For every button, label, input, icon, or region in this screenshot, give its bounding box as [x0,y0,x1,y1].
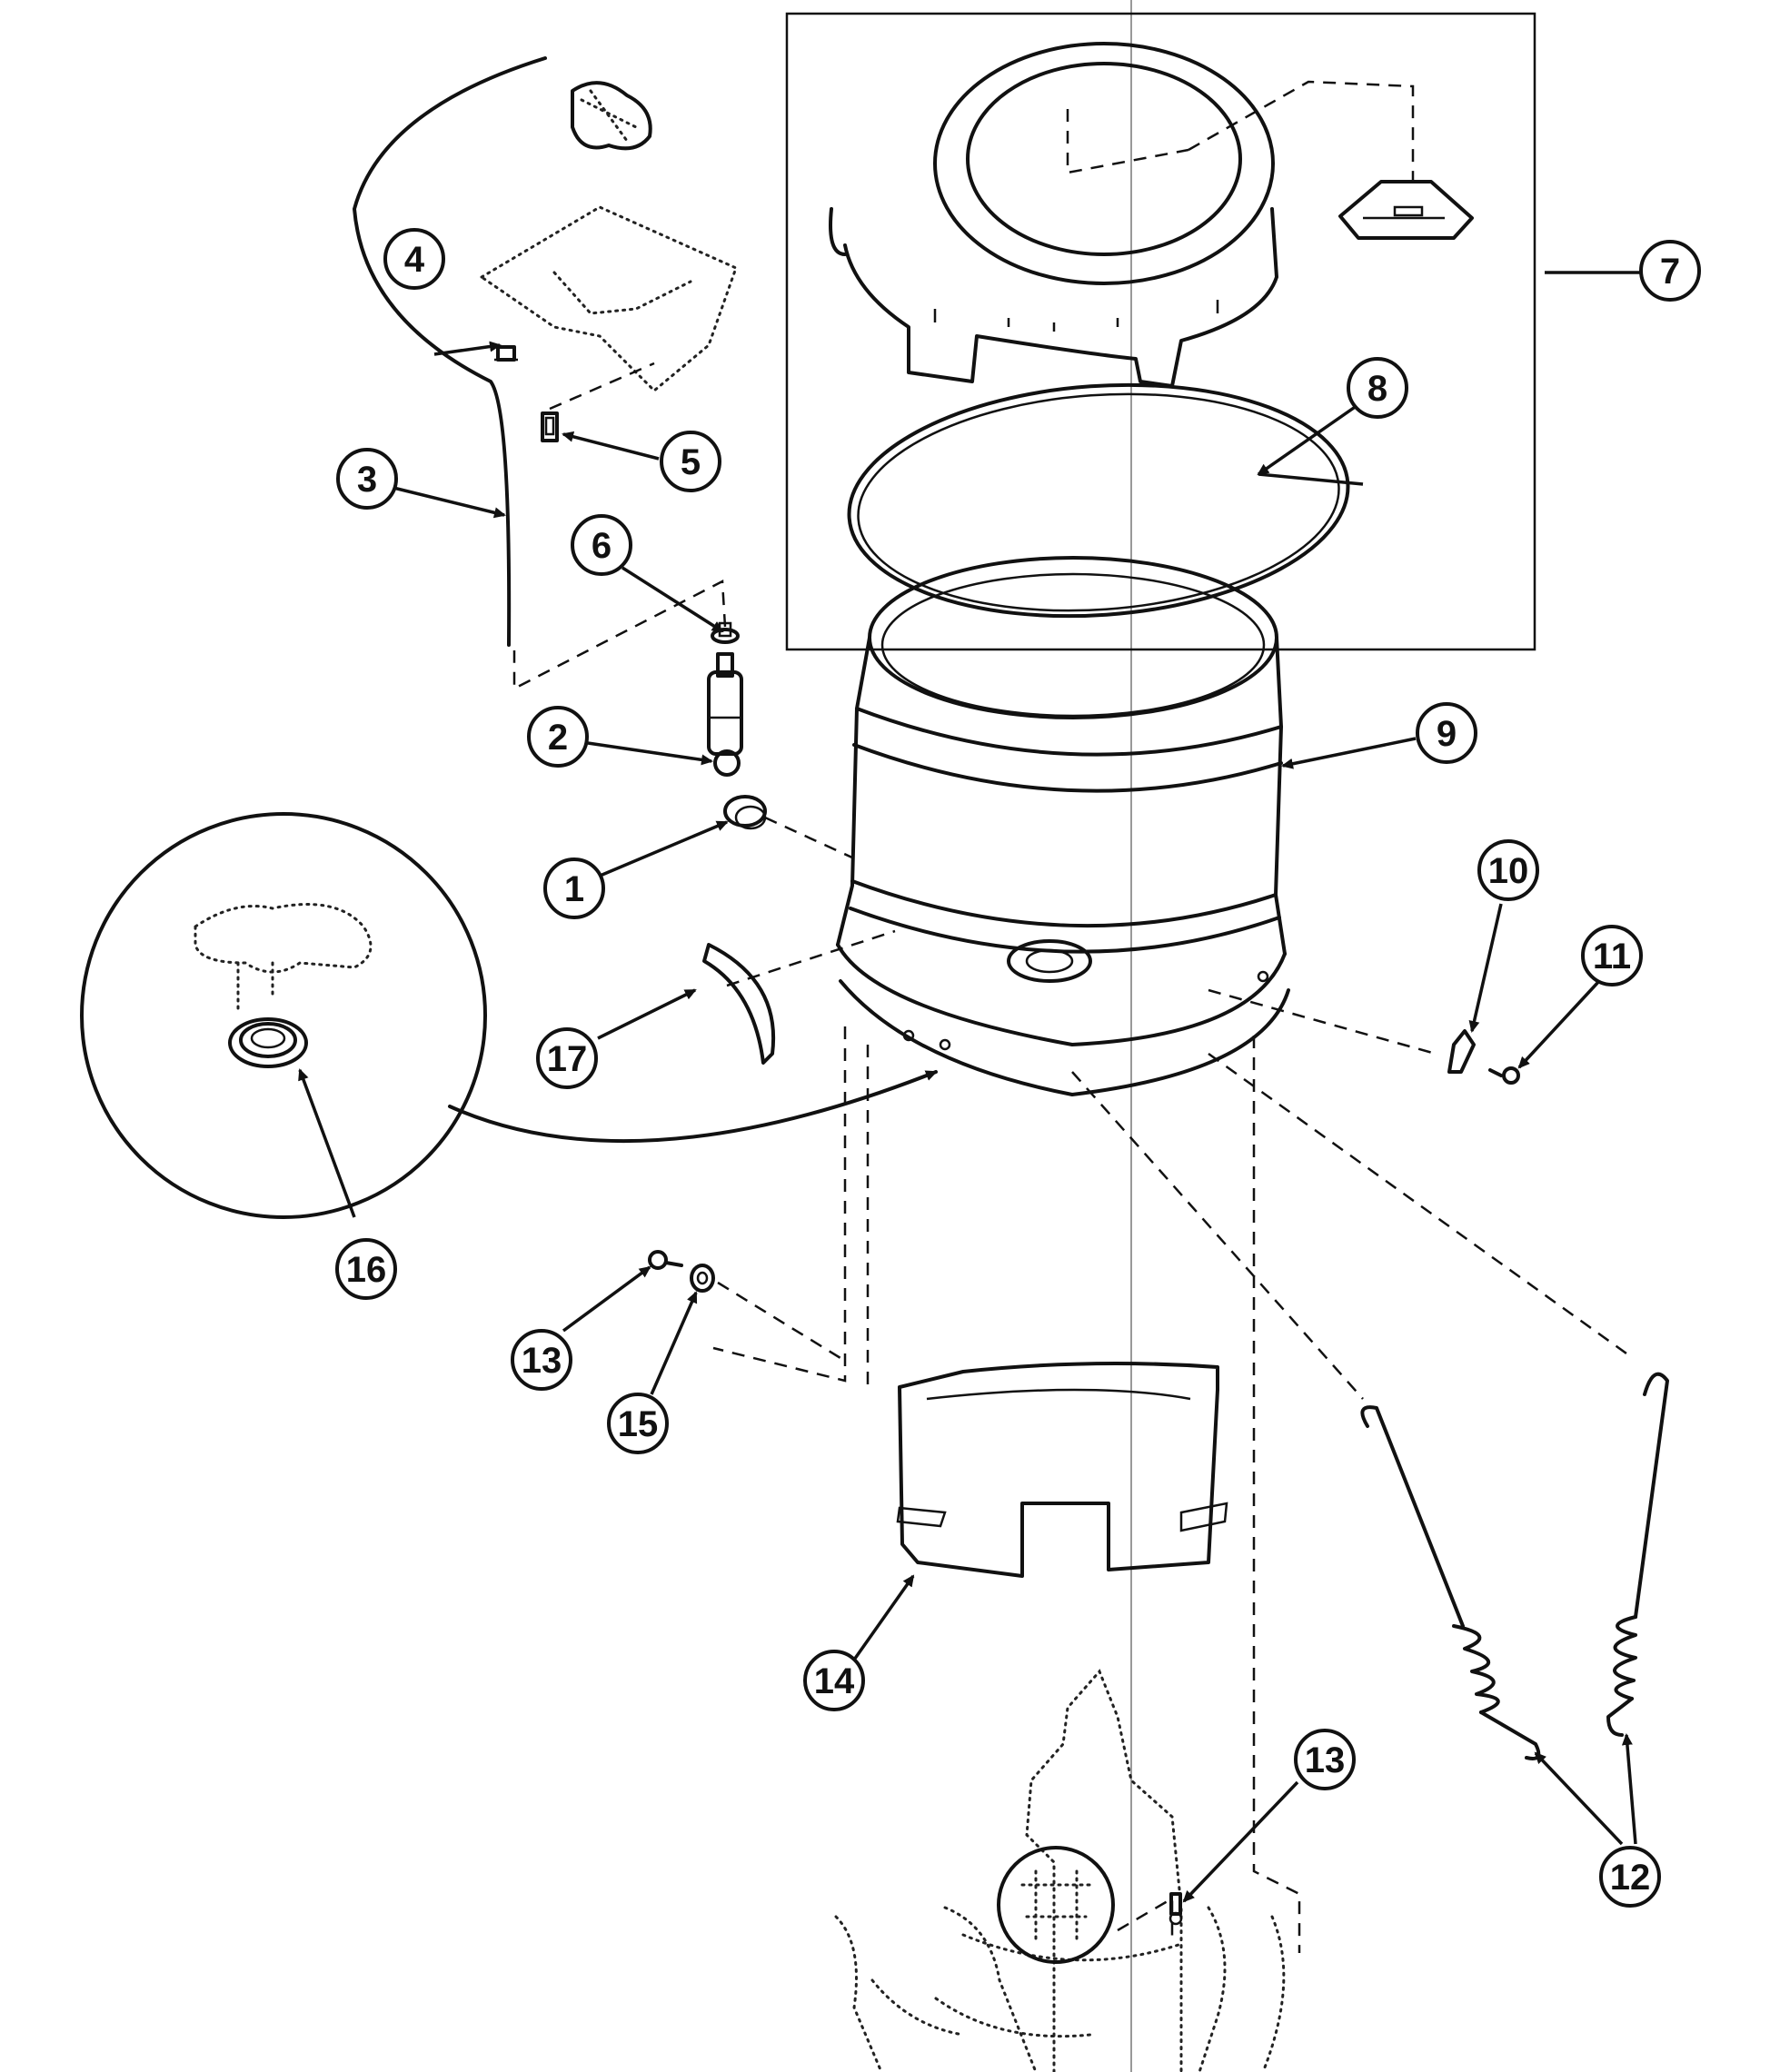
callout-6: 6 [571,514,632,576]
callout-9: 9 [1416,702,1477,764]
callout-11: 11 [1581,925,1643,986]
callout-3: 3 [336,448,398,510]
leader-13b [1182,1780,1299,1903]
callout-7: 7 [1639,240,1701,302]
tub-cover-bracket-part [1338,180,1474,240]
callout-5-label: 5 [681,442,701,482]
callout-17-label: 17 [547,1039,588,1079]
callout-8: 8 [1347,357,1408,419]
tub-cover-assembly-box [785,12,1536,651]
leader-2 [587,741,713,766]
leader-12b [1621,1733,1637,1845]
leader-dashed-12b [1208,1052,1627,1355]
callout-2-label: 2 [548,718,568,758]
leader-15 [650,1291,698,1395]
hose-part [353,56,547,647]
tub-seal-ring-part [847,382,1350,619]
callout-11-label: 11 [1593,937,1631,977]
grommet-part [723,795,767,830]
callout-8-label: 8 [1367,369,1387,409]
screw-part-13-lower [1168,1892,1183,1926]
tub-seal-detail-part [194,903,373,1068]
leader-14 [850,1574,915,1664]
leader-dashed-13-15 [717,1281,841,1360]
callout-12-label: 12 [1610,1858,1651,1898]
leader-9 [1281,737,1417,769]
callout-3-label: 3 [357,460,377,500]
bracket-part-10 [1447,1029,1476,1074]
leader-8 [1257,393,1373,476]
panel-part-17 [702,943,776,1065]
base-assembly-outline [834,1669,1286,2072]
callout-1-label: 1 [564,869,584,909]
screw-part-13-upper [648,1250,683,1270]
callout-13a-label: 13 [522,1341,562,1381]
callout-9-label: 9 [1437,714,1457,754]
spring-part-12-left [1360,1405,1541,1760]
callout-7-label: 7 [1660,252,1680,292]
callout-6-label: 6 [592,526,612,566]
screw-part-11 [1488,1066,1520,1085]
clip-part-5 [541,411,559,442]
leader-dashed-5 [549,362,655,411]
leader-1 [597,820,729,878]
leader-12a [1534,1751,1624,1846]
leader-16 [298,1068,356,1218]
leader-7 [1258,472,1364,486]
leader-3 [385,484,506,519]
callout-5: 5 [660,431,721,492]
guide-dashed-right [1252,1036,1301,1953]
drain-fitting-part [707,652,743,777]
leader-dashed-17 [726,929,896,987]
clip-part-4 [494,345,518,362]
callout-12: 12 [1599,1846,1661,1908]
callout-4: 4 [383,228,445,290]
callout-15: 15 [607,1393,669,1454]
callout-15-label: 15 [618,1404,659,1444]
callout-10-label: 10 [1488,851,1529,891]
pump-assembly-part [571,81,652,151]
leader-dashed-15 [712,1026,847,1383]
outer-tub-part [836,556,1290,1096]
detail-circle [80,812,487,1219]
leader-dashed-10 [1208,988,1437,1056]
leader-11 [1517,979,1601,1069]
callout-14-label: 14 [814,1661,855,1701]
leader-17 [597,988,697,1040]
washer-part-15 [690,1264,715,1293]
callout-13-upper: 13 [511,1329,572,1391]
callout-4-label: 4 [404,240,425,280]
callout-16-label: 16 [346,1250,387,1290]
leader-10 [1468,903,1503,1033]
callout-14: 14 [803,1650,865,1711]
leader-6 [622,566,724,633]
leader-16-to-tub [448,1070,938,1144]
dispenser-outline [479,205,738,393]
callout-1: 1 [543,858,605,919]
leader-13a [562,1265,651,1333]
callout-13b-label: 13 [1305,1740,1346,1780]
callout-16: 16 [335,1238,397,1300]
callout-10: 10 [1477,839,1539,901]
leader-dashed-7 [1066,80,1415,182]
leader-dashed-6 [512,580,727,691]
spring-part-12-right [1606,1372,1669,1737]
leader-5 [562,431,660,461]
tub-cover-ring-part [829,42,1278,388]
shield-part-14 [896,1362,1228,1578]
leader-dashed-12a [1071,1071,1364,1400]
callout-2: 2 [527,706,589,768]
leader-dashed-1 [764,816,855,860]
callout-13-lower: 13 [1294,1729,1356,1790]
leader-4 [433,341,502,356]
callout-17: 17 [536,1027,598,1089]
leader-dashed-13-lower [1117,1896,1174,1944]
